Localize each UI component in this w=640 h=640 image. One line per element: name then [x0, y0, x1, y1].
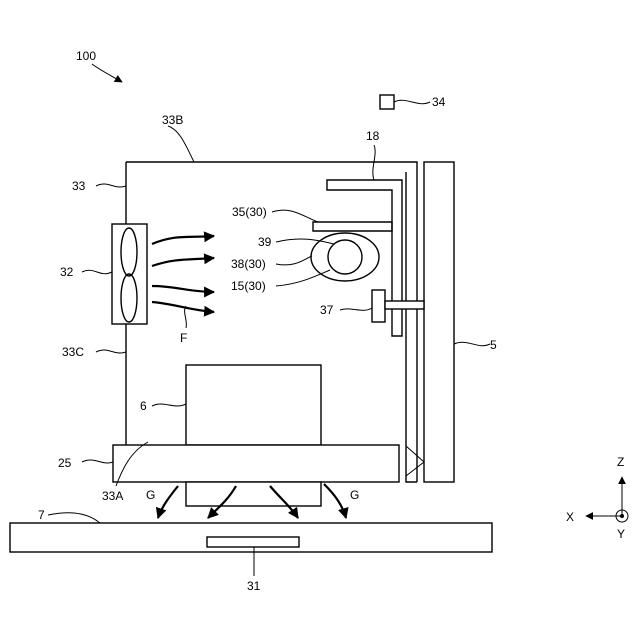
device-ref-label: 100: [76, 49, 96, 63]
axis-z-label: Z: [617, 455, 624, 469]
airflow-arrow-2: [152, 258, 214, 266]
component-6: 6: [140, 365, 321, 445]
base-25: 25: [58, 445, 399, 482]
component-35-leader: [272, 210, 318, 222]
label-33C-leader: [96, 350, 126, 353]
component-35-shape: [313, 222, 392, 231]
label-G-left: G: [146, 488, 155, 502]
label-31: 31: [247, 579, 261, 593]
panel-5-rect: [424, 162, 454, 482]
label-6-leader: [152, 404, 186, 406]
label-6: 6: [140, 399, 147, 413]
label-F: F: [180, 331, 187, 345]
label-7: 7: [38, 508, 45, 522]
panel-5-leader: [454, 342, 490, 345]
label-15-leader: [276, 270, 330, 286]
sensor-34-box: [380, 95, 394, 109]
label-34: 34: [432, 95, 446, 109]
housing-inner-wall: [406, 172, 417, 482]
label-18: 18: [366, 129, 380, 143]
label-33B-leader: [168, 126, 194, 162]
panel-hinge: [406, 446, 424, 476]
airflow-arrow-3: [152, 286, 214, 292]
axis-x-label: X: [566, 510, 574, 524]
vent-block-rect: [186, 482, 321, 506]
sensor-34: 34: [380, 95, 446, 109]
component-37-rect: [372, 290, 385, 322]
label-37-leader: [340, 308, 372, 310]
label-F-leader: [185, 306, 187, 328]
label-39: 39: [258, 235, 272, 249]
coordinate-axes: Z X Y: [566, 455, 628, 541]
sensor-31: 31: [207, 537, 299, 593]
axis-y-label: Y: [617, 527, 625, 541]
label-15: 15(30): [231, 279, 266, 293]
label-32: 32: [60, 265, 74, 279]
axis-y-dot: [620, 514, 624, 518]
label-38: 38(30): [231, 257, 266, 271]
label-37: 37: [320, 303, 334, 317]
bracket-18-shape: [327, 180, 402, 336]
label-33-leader: [96, 184, 126, 187]
label-32-leader: [82, 270, 112, 273]
label-33A: 33A: [102, 489, 123, 503]
airflow-F: F: [152, 236, 214, 345]
label-25-leader: [82, 460, 113, 463]
device-ref-arrow: [92, 64, 122, 82]
exhaust-arrow-4: [324, 484, 346, 518]
label-35: 35(30): [232, 205, 267, 219]
component-35: 35(30): [232, 205, 392, 231]
component-37-shaft: [385, 301, 424, 309]
sensor-34-leader: [394, 100, 430, 103]
label-7-leader: [48, 513, 100, 523]
sensor-31-rect: [207, 537, 299, 547]
airflow-arrow-1: [152, 236, 214, 244]
component-6-rect: [186, 365, 321, 445]
fan-32: 32: [60, 224, 147, 324]
label-33: 33: [72, 179, 86, 193]
lens-assembly: 39 38(30) 15(30): [231, 233, 379, 293]
panel-5: 5: [406, 162, 497, 482]
label-5: 5: [490, 338, 497, 352]
label-25: 25: [58, 456, 72, 470]
base-25-rect: [113, 445, 399, 482]
label-33C: 33C: [62, 345, 84, 359]
airflow-arrow-4: [152, 302, 214, 312]
lens-39-inner: [328, 240, 362, 274]
label-39-leader: [276, 239, 334, 244]
label-38-leader: [276, 256, 312, 265]
device-reference: 100: [76, 49, 122, 82]
component-37: 37: [320, 290, 424, 322]
vent-block: [186, 482, 321, 506]
label-G-right: G: [350, 488, 359, 502]
label-33B: 33B: [162, 113, 183, 127]
exhaust-arrow-1: [158, 486, 178, 518]
